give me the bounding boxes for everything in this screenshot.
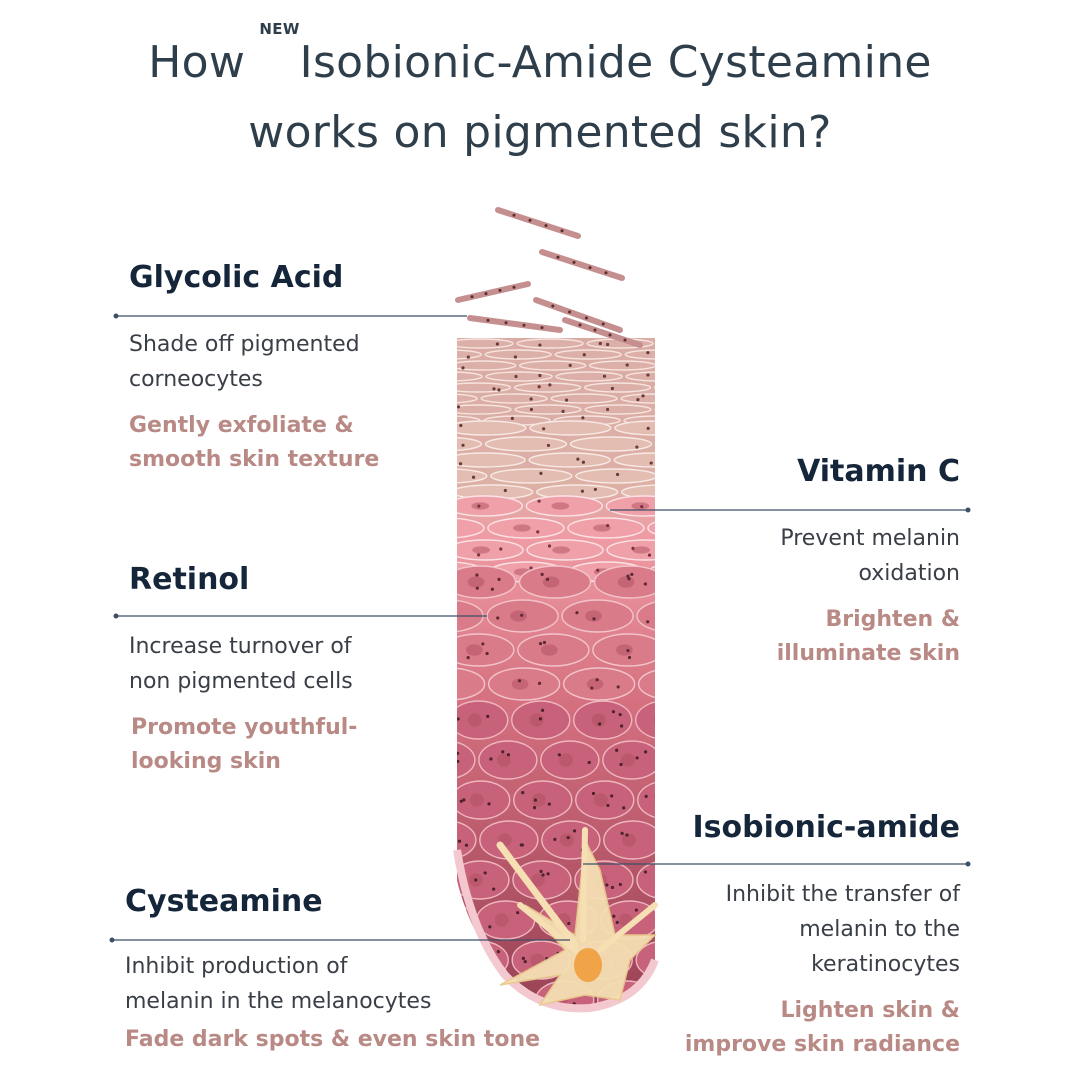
cysteamine-description: Inhibit production of melanin in the mel… (125, 954, 432, 1014)
glycolic-acid-block: Glycolic Acid Shade off pigmented corneo… (129, 260, 459, 477)
isobionic-amide-heading: Isobionic-amide (692, 810, 960, 845)
isobionic-amide-description: Inhibit the transfer of melanin to the k… (725, 882, 960, 977)
cysteamine-block: Cysteamine Inhibit production of melanin… (125, 884, 555, 1057)
isobionic-amide-benefit: Lighten skin & improve skin radiance (684, 998, 960, 1057)
title-line-2: works on pigmented skin? (248, 107, 832, 158)
melanocyte-nucleus (574, 948, 602, 982)
page-title: How NEWIsobionic-Amide Cysteamine works … (0, 22, 1080, 168)
vitamin-c-description: Prevent melanin oxidation (780, 526, 960, 586)
glycolic-acid-description: Shade off pigmented corneocytes (129, 332, 360, 392)
title-line-1: How NEWIsobionic-Amide Cysteamine (0, 22, 1080, 98)
glycolic-acid-heading: Glycolic Acid (129, 260, 344, 295)
basement-membrane (453, 849, 659, 1013)
title-product-name: Isobionic-Amide Cysteamine (299, 37, 932, 88)
melanocyte-cell (496, 827, 658, 1007)
leader-lines (112, 315, 968, 941)
vitamin-c-block: Vitamin C Prevent melanin oxidation Brig… (660, 454, 960, 671)
cysteamine-heading: Cysteamine (125, 884, 323, 919)
shedding-corneocytes (455, 207, 643, 348)
vitamin-c-benefit: Brighten & illuminate skin (776, 607, 960, 666)
isobionic-amide-block: Isobionic-amide Inhibit the transfer of … (640, 810, 960, 1062)
retinol-heading: Retinol (129, 562, 250, 597)
retinol-description: Increase turnover of non pigmented cells (129, 634, 353, 694)
title-prefix: How (148, 37, 260, 88)
retinol-benefit: Promote youthful- looking skin (131, 715, 358, 774)
vitamin-c-heading: Vitamin C (797, 454, 960, 489)
glycolic-acid-benefit: Gently exfoliate & smooth skin texture (129, 413, 380, 472)
cysteamine-benefit: Fade dark spots & even skin tone (125, 1027, 541, 1052)
new-badge: NEW (259, 20, 300, 38)
retinol-block: Retinol Increase turnover of non pigment… (129, 562, 459, 779)
